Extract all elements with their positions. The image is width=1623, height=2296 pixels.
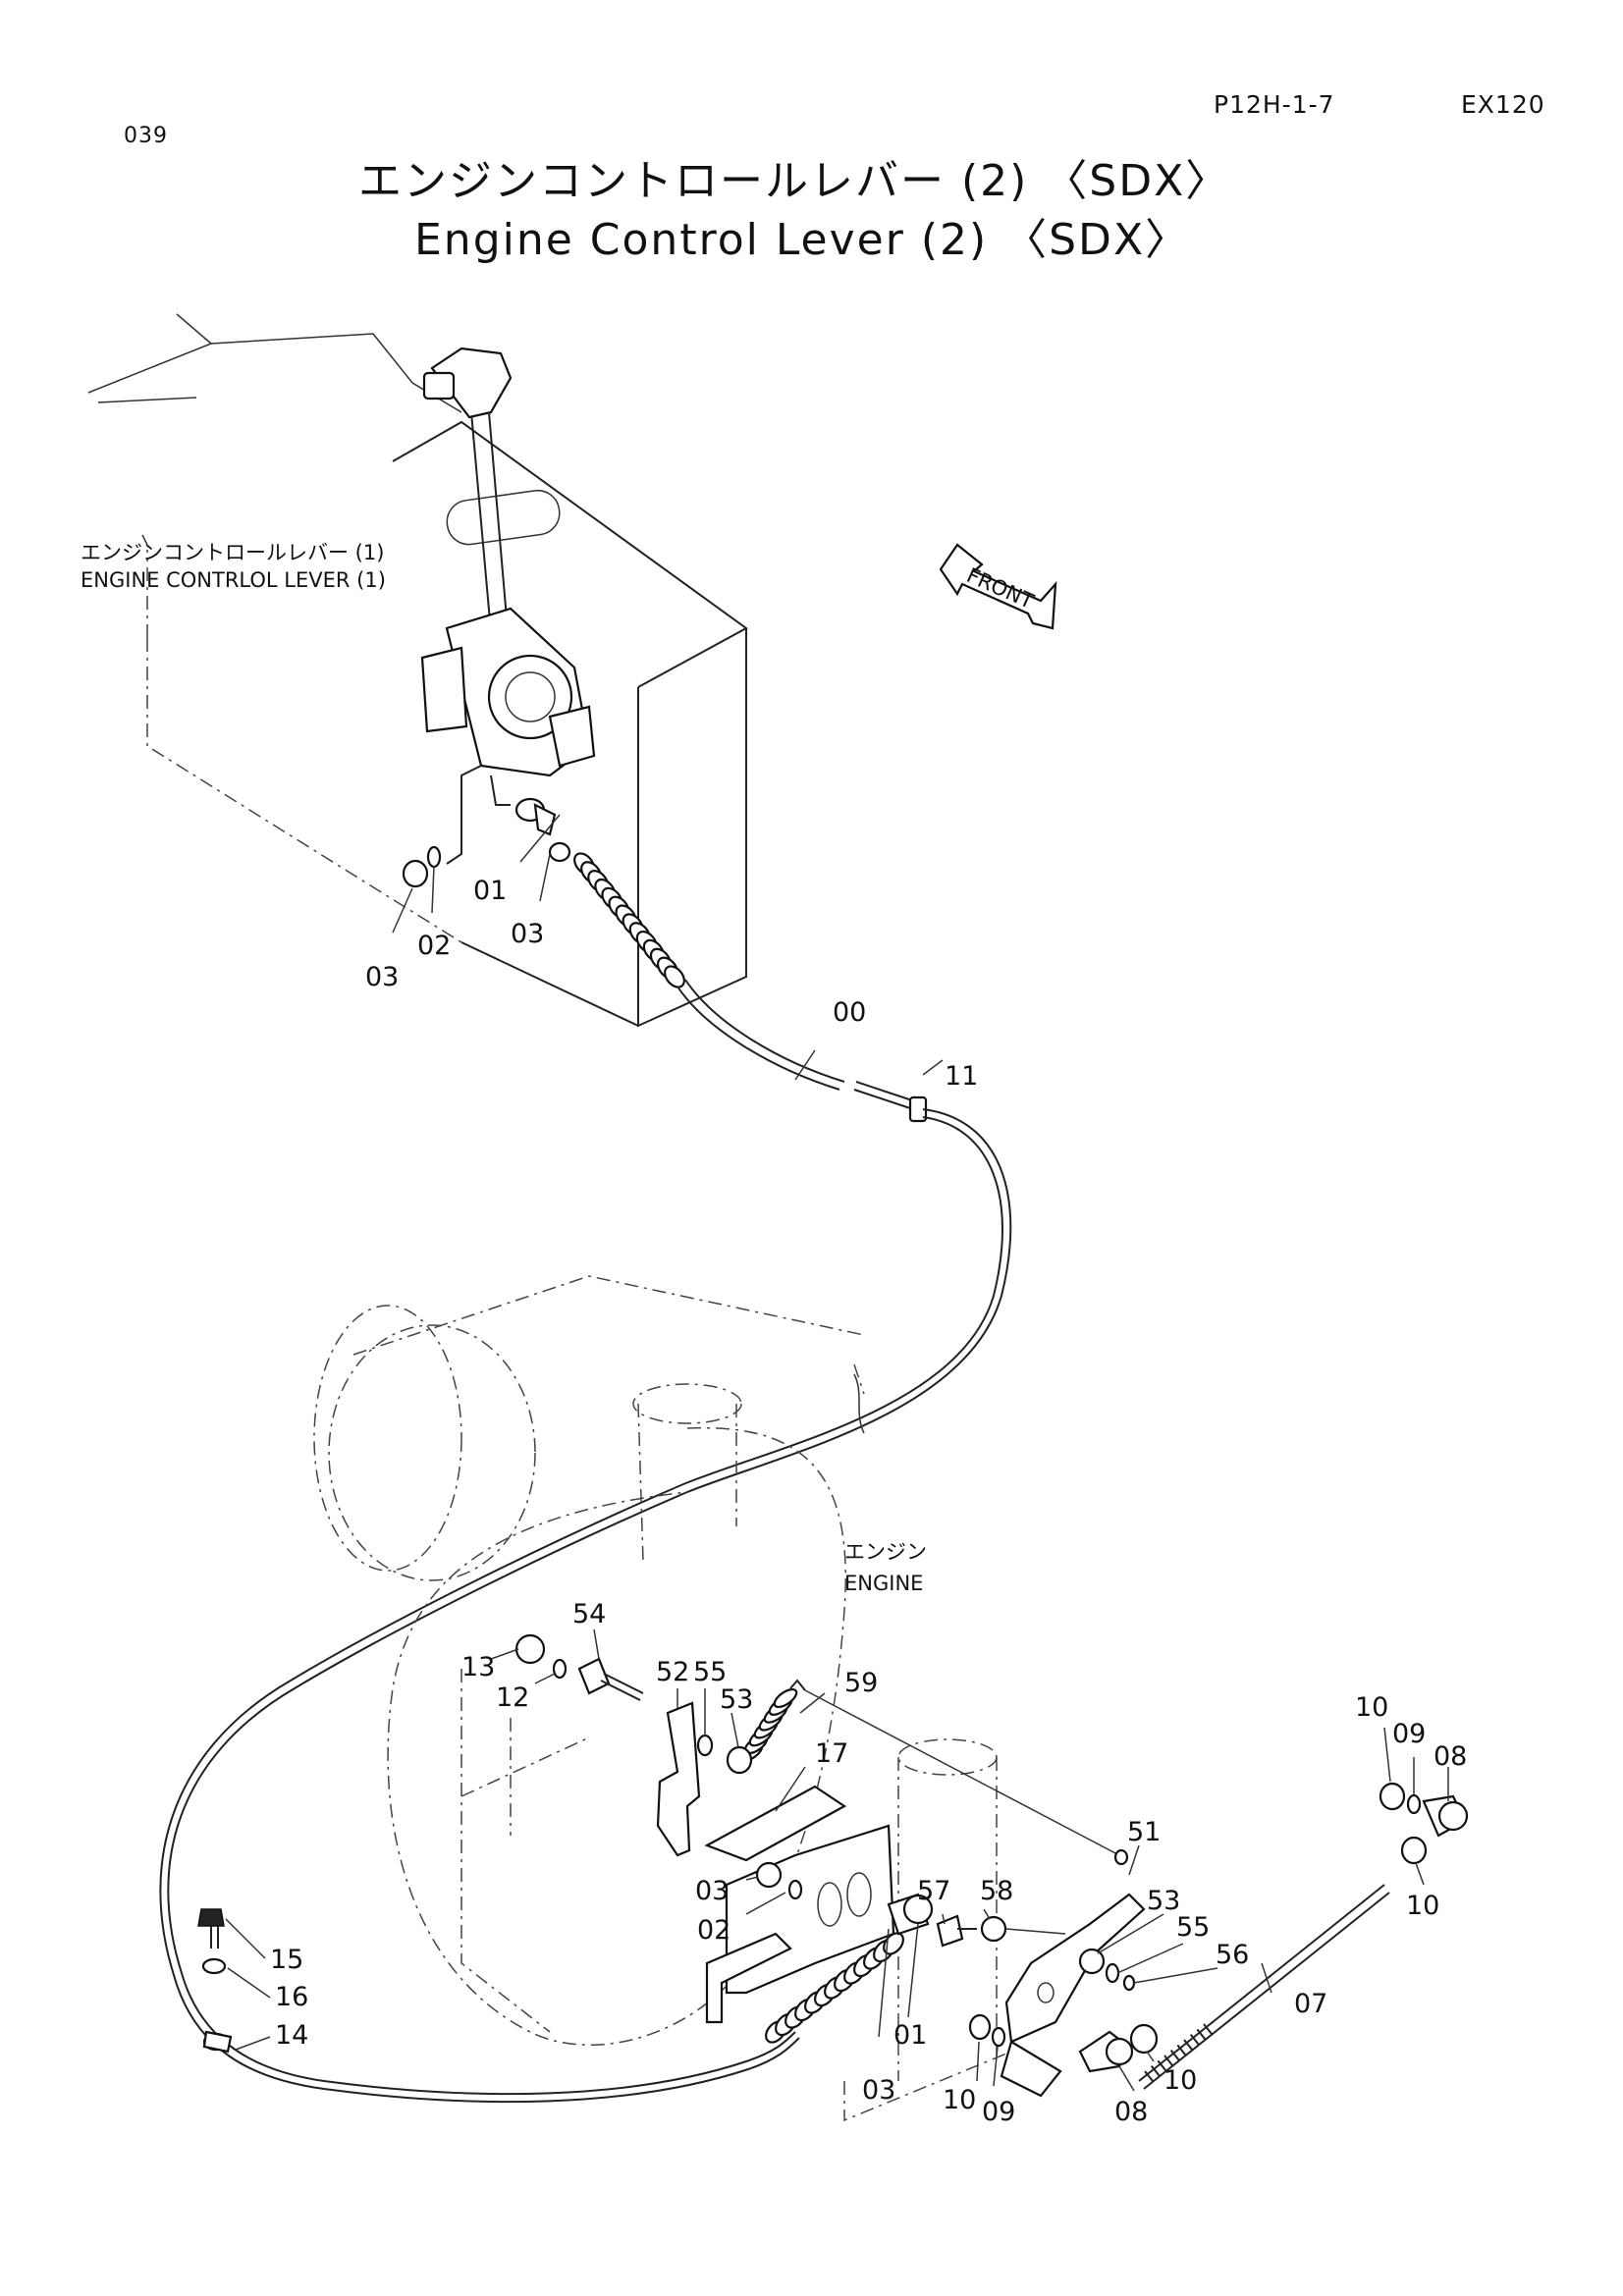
callout-00: 00	[833, 997, 866, 1028]
thread-mark	[1196, 2028, 1207, 2040]
callout-53: 53	[1147, 1886, 1180, 1916]
callout-03: 03	[511, 919, 544, 949]
bracket-51	[1000, 1893, 1146, 2098]
callout-03: 03	[862, 2075, 895, 2106]
thread-mark	[1183, 2039, 1193, 2051]
callout-01: 01	[893, 2020, 927, 2051]
callout-12: 12	[496, 1682, 529, 1713]
page-number: 039	[124, 124, 168, 148]
callout-03: 03	[365, 962, 399, 992]
callout-56: 56	[1216, 1940, 1249, 1970]
control-cable	[159, 979, 1012, 2104]
callout-15: 15	[270, 1945, 303, 1975]
thread-mark	[1163, 2055, 1173, 2066]
callout-51: 51	[1127, 1817, 1161, 1847]
callout-03: 03	[695, 1876, 729, 1906]
callout-10: 10	[1406, 1891, 1439, 1921]
lever1-note-en: ENGINE CONTRLOL LEVER (1)	[81, 568, 386, 592]
engine-note-jp: エンジン	[844, 1540, 927, 1564]
leader-lines	[141, 534, 1449, 2092]
callout-16: 16	[275, 1982, 308, 2012]
reference-code: P12H-1-7	[1214, 90, 1335, 119]
callout-17: 17	[815, 1738, 848, 1769]
callout-52: 52	[656, 1657, 689, 1687]
boot-ring	[664, 965, 685, 988]
callout-08: 08	[1434, 1741, 1467, 1772]
callout-55: 55	[693, 1657, 727, 1687]
control-box	[87, 313, 748, 1028]
thread-mark	[1176, 2044, 1187, 2056]
lever1-note-jp: エンジンコントロールレバー (1)	[81, 541, 384, 564]
thread-mark	[1189, 2034, 1200, 2046]
thread-mark	[1169, 2050, 1180, 2061]
callout-13: 13	[461, 1652, 495, 1682]
callout-10: 10	[1355, 1692, 1388, 1723]
cable-bottom-boot	[765, 1932, 904, 2044]
title-english: Engine Control Lever (2) 〈SDX〉	[414, 215, 1191, 265]
boot-ring	[773, 1687, 798, 1709]
callout-53: 53	[720, 1684, 753, 1715]
engine-note-en: ENGINE	[844, 1572, 923, 1595]
callout-08: 08	[1114, 2097, 1148, 2127]
hardware-parts	[197, 1633, 1469, 2073]
callout-55: 55	[1176, 1912, 1210, 1943]
rod-07	[1138, 1884, 1390, 2090]
bracket-17	[704, 1785, 895, 2024]
cable-end-top	[402, 797, 571, 888]
thread-mark	[1150, 2065, 1161, 2077]
callout-59: 59	[844, 1668, 878, 1698]
callout-54: 54	[572, 1599, 606, 1629]
callout-14: 14	[275, 2020, 308, 2051]
callout-09: 09	[982, 2097, 1015, 2127]
callout-02: 02	[417, 931, 451, 961]
thread-mark	[1157, 2059, 1167, 2071]
callout-10: 10	[1163, 2065, 1197, 2096]
front-arrow-icon: FRONT	[939, 543, 1057, 630]
callout-11: 11	[945, 1061, 978, 1092]
callout-10: 10	[943, 2085, 976, 2115]
callout-57: 57	[917, 1876, 950, 1906]
callout-02: 02	[697, 1915, 730, 1946]
cable-top-boot	[573, 852, 685, 988]
title-japanese: エンジンコントロールレバー (2) 〈SDX〉	[358, 156, 1231, 206]
control-lever	[420, 347, 596, 865]
thread-mark	[1144, 2070, 1154, 2082]
thread-mark	[1203, 2023, 1213, 2035]
callout-58: 58	[980, 1876, 1013, 1906]
front-label: FRONT	[963, 563, 1037, 614]
model-name: EX120	[1461, 90, 1545, 119]
callout-07: 07	[1294, 1989, 1327, 2019]
callout-09: 09	[1392, 1719, 1426, 1749]
callout-01: 01	[473, 876, 507, 906]
bracket-52	[656, 1701, 701, 1857]
